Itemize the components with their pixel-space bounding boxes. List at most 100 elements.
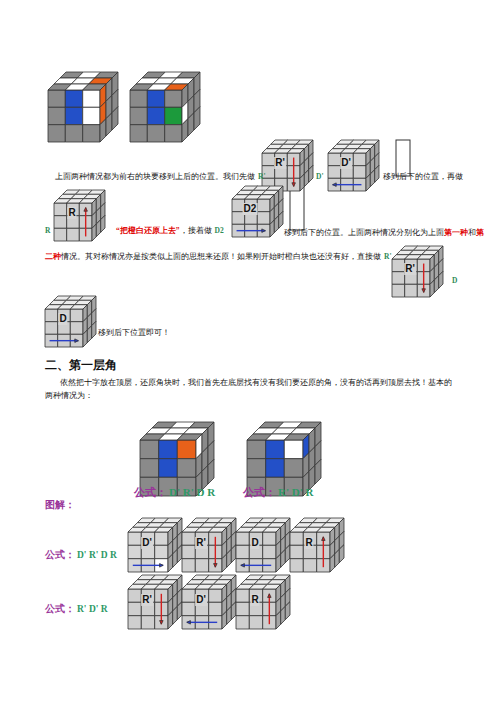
cube-right-sticker [194,107,200,130]
cube-front-sticker [249,616,262,629]
cube-right-sticker [285,602,290,620]
cube-right-sticker [276,611,281,629]
cube-front-sticker [45,322,58,335]
formula: D' R' D R [169,486,215,499]
cube-front-sticker [70,309,83,322]
formula: R' D' R [278,486,313,499]
cube-front-sticker [54,216,67,229]
highlight-text: 第 [476,228,484,237]
cube-move-label: D2 [243,203,258,215]
cube-right-sticker [182,119,188,142]
cube-front-sticker [83,125,100,142]
cube-right-sticker [227,549,232,567]
cube-right-sticker [92,224,96,241]
cube-front-sticker [405,284,418,297]
cube-right-sticker [92,321,96,338]
move-arrow [293,158,294,187]
cube-front-sticker [130,125,147,142]
cube-front-sticker [263,532,276,545]
cube-right-sticker [300,174,304,191]
cube-right-sticker [281,549,286,567]
cube-move-label: D' [195,594,207,606]
cube-move-label: R' [195,537,207,549]
cube-front-sticker [155,532,168,545]
cube-move-label: D [58,313,67,325]
cube-right-sticker [430,280,434,297]
cube-move-label: D' [141,537,153,549]
cube-front-sticker [182,559,195,572]
cube-right-sticker [279,211,283,228]
cube-front-sticker [236,532,249,545]
cube-front-sticker [54,203,67,216]
cube-front-sticker [290,532,303,545]
cube-front-sticker [236,589,249,602]
arrow-head [214,564,218,568]
cube-front-sticker [65,125,82,142]
cube-front-sticker [65,90,82,107]
cube-front-sticker [147,107,164,124]
cube-front-sticker [147,125,164,142]
cube-front-sticker [70,322,83,335]
cube-front-sticker [177,440,196,459]
cube-front-sticker [328,166,341,179]
cube-right-sticker [231,545,236,563]
body-text: 移到后下位置即可！ [98,328,170,337]
cube-front-sticker [45,309,58,322]
cube-move-label: R [304,537,313,549]
cube-front-sticker [247,440,266,459]
cube-front-sticker [155,545,168,558]
move-arrow [133,565,163,566]
cube-right-sticker [177,545,182,563]
cube-right-sticker [87,326,91,343]
cube-right-sticker [274,216,278,233]
cube-front-sticker [147,90,164,107]
cube-front-sticker [83,90,100,107]
formula-label: 图解： [45,500,75,511]
cube-front-sticker [182,532,195,545]
cube-right-sticker [285,545,290,563]
move-notation: D [452,276,457,285]
arrow-head [333,183,337,187]
cube-right-sticker [370,170,374,187]
move-arrow [50,340,79,341]
cube-right-sticker [231,602,236,620]
highlight-text: 第一种 [444,228,468,237]
move-arrow [323,537,324,567]
formula: R' D' R [77,604,108,615]
cube-front-sticker [128,616,141,629]
cube-front-sticker [128,545,141,558]
move-notation: D2 [215,226,224,235]
cube-right-sticker [366,174,370,191]
move-notation: R [45,226,50,235]
cube-front-sticker [67,228,80,241]
cube-front-sticker [159,440,178,459]
arrow-head [322,537,326,541]
cube-front-sticker [257,199,270,212]
cube-front-sticker [262,153,275,166]
cube-right-sticker [188,113,194,136]
arrow-head [75,339,79,343]
cube-right-sticker [339,545,344,563]
cube-right-sticker [208,459,214,484]
formula-label: 公式： [243,486,276,499]
move-arrow [333,184,362,185]
cube-right-sticker [112,107,118,130]
cube-right-sticker [96,220,100,237]
move-arrow [85,208,86,237]
cube-right-sticker [173,606,178,624]
cube-front-sticker [130,107,147,124]
cube-right-sticker [304,170,308,187]
section-heading: 二、第一层角 [45,358,117,372]
cube-front-sticker [236,545,249,558]
body-text: 情况。其对称情况亦是按类似上面的思想来还原！如果刚开始时橙白块也还没有好，直接做 [61,252,381,261]
cube-front-sticker [290,559,303,572]
cube-right-sticker [101,215,105,232]
highlight-text: 二种 [45,252,61,261]
move-notation: R' [384,252,392,261]
move-arrow [187,622,217,623]
cube-front-sticker [83,107,100,124]
cube-front-sticker [236,602,249,615]
cube-right-sticker [439,271,443,288]
arrow-head [160,564,164,568]
cube-right-sticker [83,330,87,347]
